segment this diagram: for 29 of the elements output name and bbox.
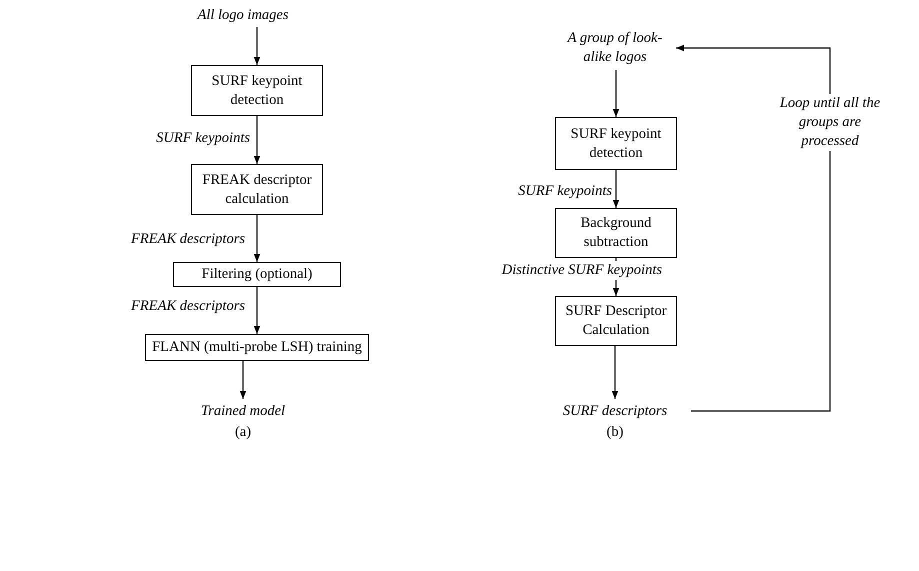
arrow bbox=[254, 215, 260, 262]
arrow bbox=[676, 44, 831, 412]
process-box bbox=[555, 117, 677, 170]
arrow bbox=[254, 116, 260, 164]
panel-caption: (b) bbox=[606, 424, 624, 441]
arrow bbox=[240, 361, 246, 399]
box-label: FLANN (multi-probe LSH) training bbox=[152, 338, 362, 357]
arrow bbox=[612, 70, 620, 117]
data-label: A group of look-alike logos bbox=[566, 29, 664, 67]
process-box bbox=[555, 208, 677, 258]
arrow bbox=[612, 346, 618, 399]
box-label: FREAK descriptor calculation bbox=[201, 170, 313, 208]
data-label: Trained model bbox=[200, 402, 286, 420]
data-label: All logo images bbox=[197, 6, 289, 24]
arrow bbox=[254, 287, 260, 334]
panel-caption: (a) bbox=[234, 424, 252, 441]
arrow bbox=[254, 27, 260, 65]
process-box bbox=[145, 334, 369, 361]
box-label: Background subtraction bbox=[580, 214, 652, 252]
box-label: SURF Descriptor Calculation bbox=[564, 302, 668, 340]
process-box bbox=[173, 262, 341, 287]
process-box bbox=[191, 164, 323, 215]
process-box bbox=[191, 65, 323, 116]
process-box bbox=[555, 296, 677, 346]
data-label: SURF descriptors bbox=[562, 402, 668, 420]
box-label: SURF keypoint detection bbox=[210, 72, 304, 110]
arrow bbox=[612, 170, 620, 208]
box-label: SURF keypoint detection bbox=[570, 124, 662, 162]
box-label: Filtering (optional) bbox=[202, 265, 312, 284]
